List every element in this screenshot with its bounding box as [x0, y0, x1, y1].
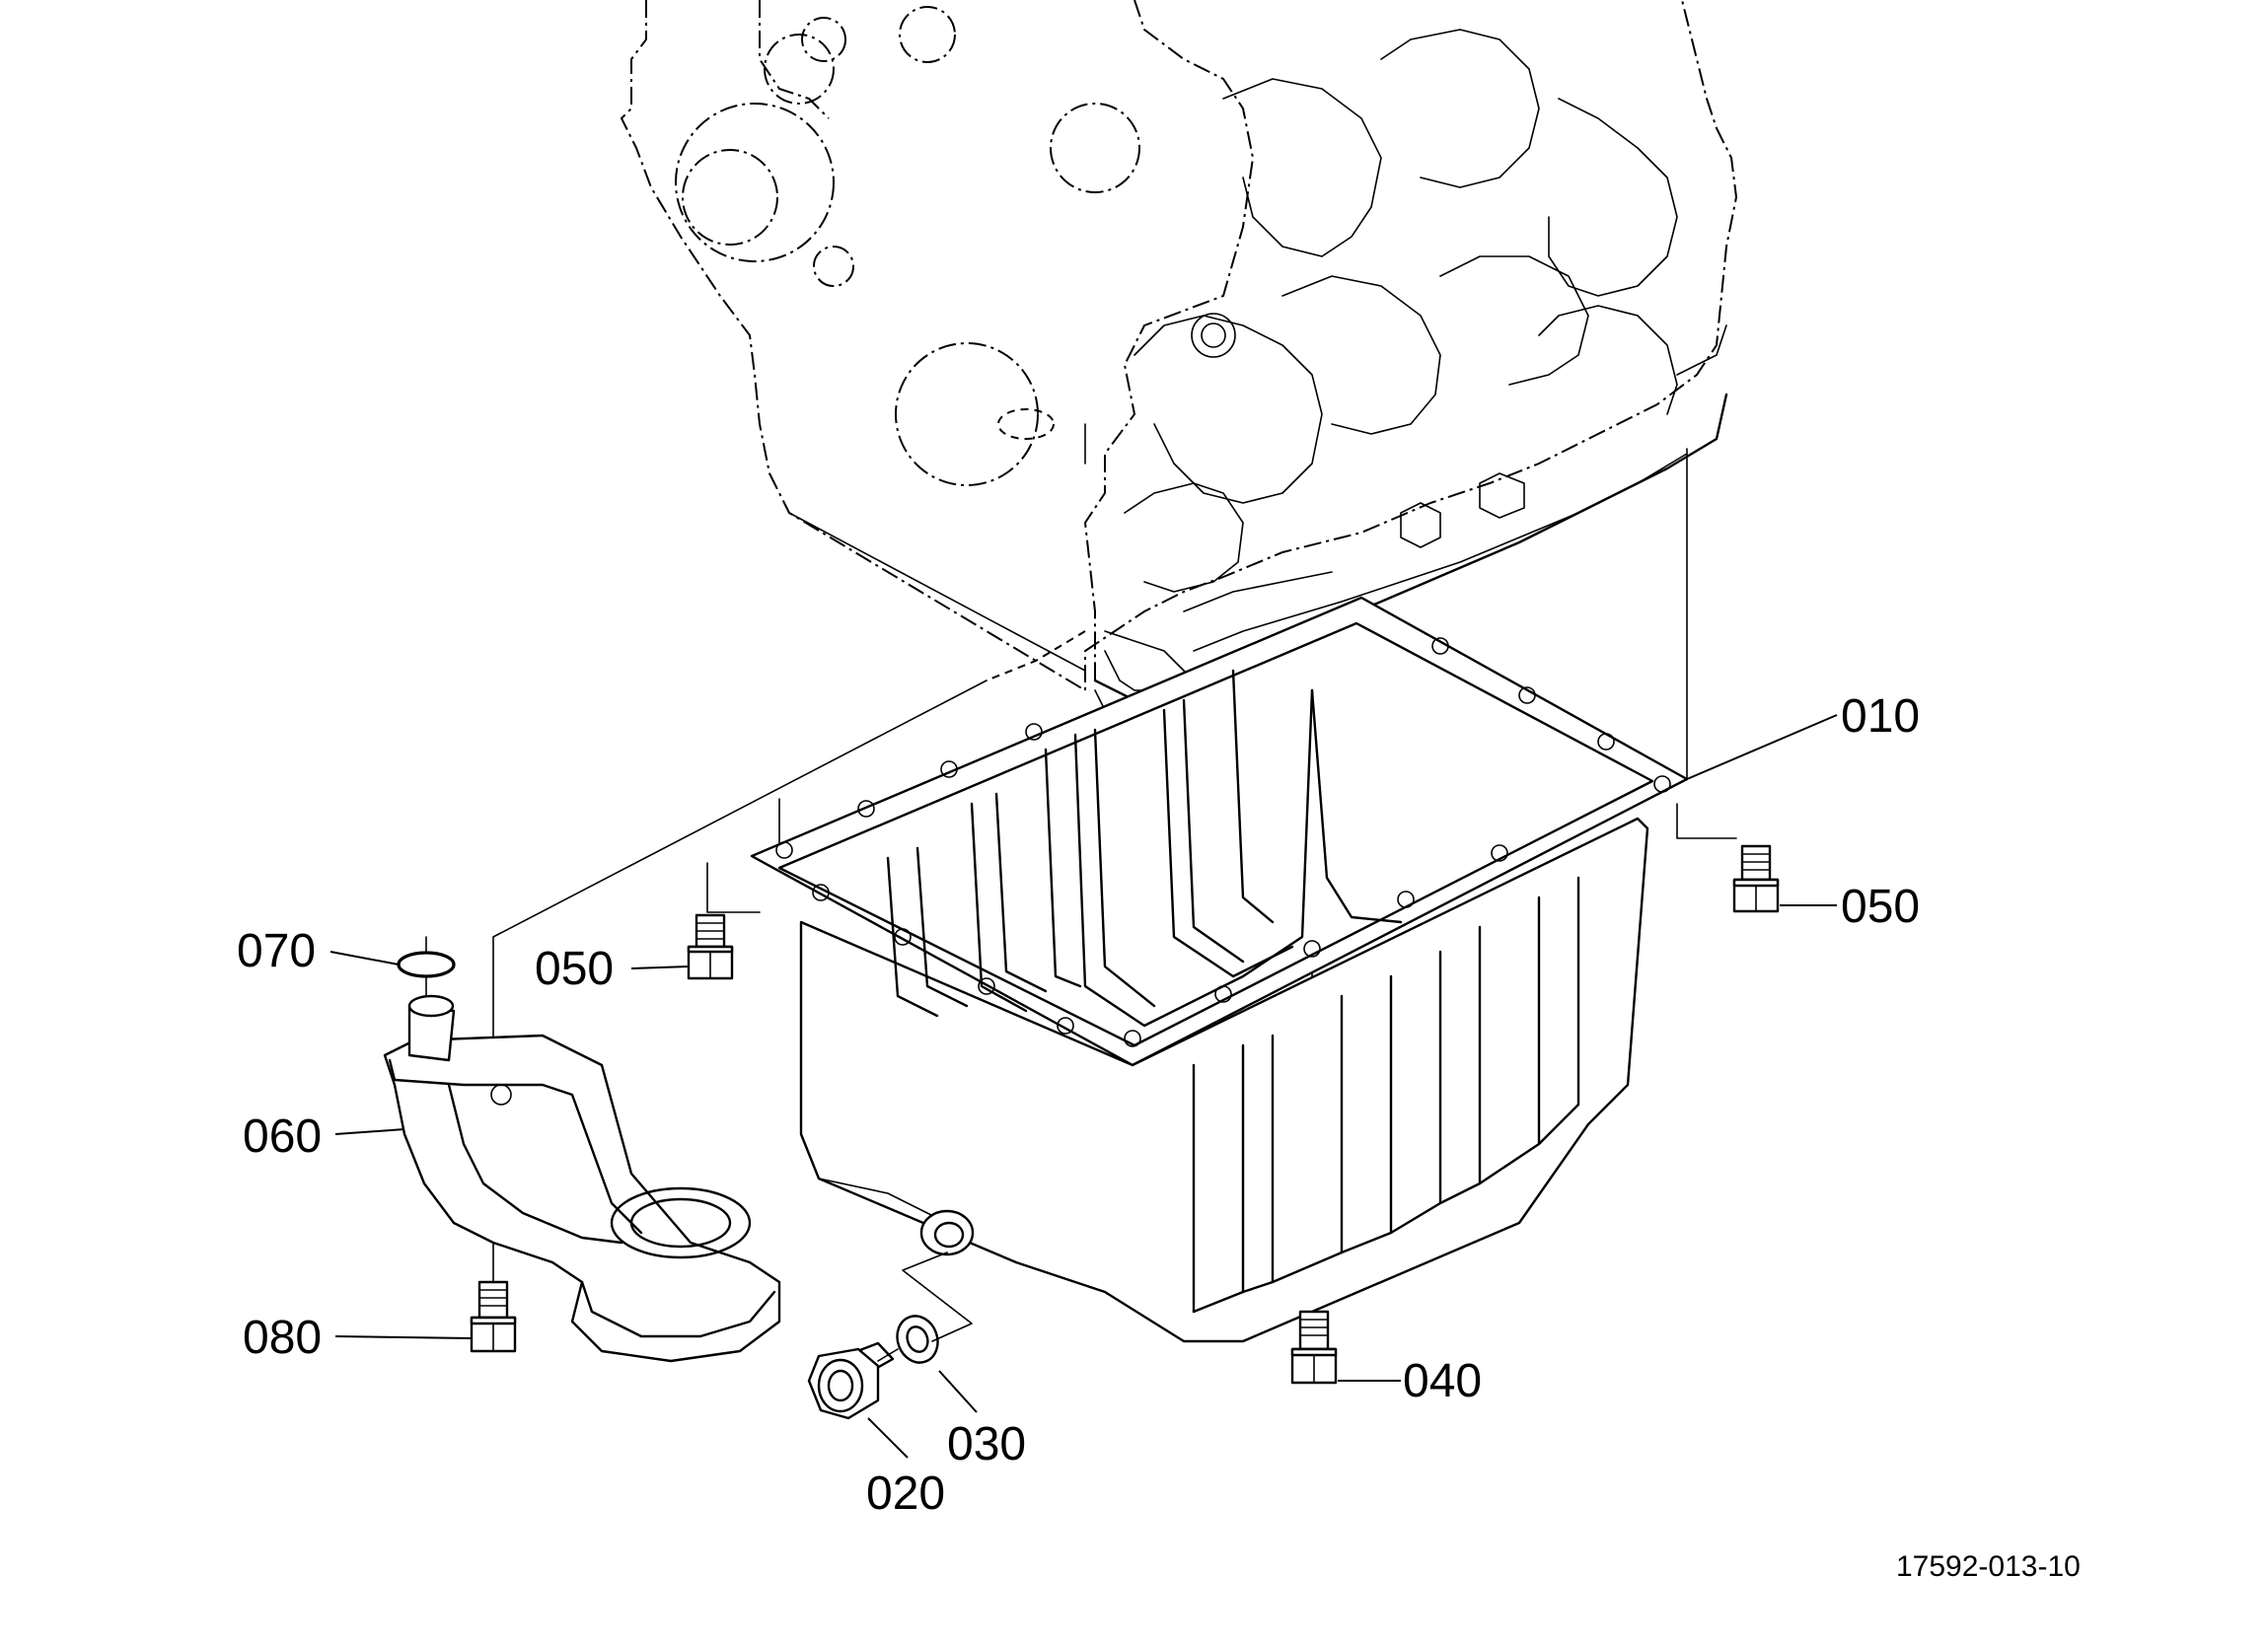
engine-block-phantom	[620, 0, 1738, 721]
o-ring	[397, 936, 456, 997]
drain-plug	[807, 1341, 895, 1420]
callout-010: 010	[1841, 690, 1920, 743]
callout-080: 080	[243, 1312, 322, 1364]
bolt-080	[470, 1280, 517, 1353]
bolt-050-right	[1732, 844, 1780, 913]
callout-060: 060	[243, 1110, 322, 1163]
callout-050-right: 050	[1841, 881, 1920, 933]
flange-bolt-holes	[775, 637, 1671, 1047]
oil-strainer	[383, 994, 781, 1363]
callout-labels: 010 050 050 070 060 080 040 030 020	[237, 690, 1920, 1520]
callout-050-left: 050	[535, 943, 614, 995]
callout-040: 040	[1403, 1355, 1482, 1407]
callout-030: 030	[947, 1418, 1026, 1470]
document-code: 17592-013-10	[1896, 1550, 2081, 1583]
bolt-050-left	[687, 913, 734, 980]
leader-lines	[329, 714, 1838, 1459]
oil-pan	[750, 596, 1689, 1343]
callout-070: 070	[237, 925, 316, 977]
bolt-040	[1290, 1310, 1338, 1385]
drain-gasket	[896, 1315, 939, 1364]
callout-020: 020	[866, 1467, 945, 1520]
